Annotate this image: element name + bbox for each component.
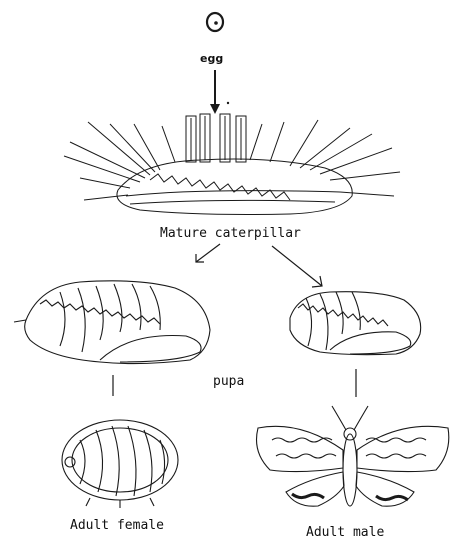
mature-caterpillar-label: Mature caterpillar: [160, 226, 301, 241]
egg-label: egg: [200, 52, 223, 65]
adult-female-label: Adult female: [70, 518, 164, 533]
arrow-caterpillar-to-female-pupa: [196, 244, 220, 262]
pupa-label: pupa: [213, 374, 244, 389]
arrow-caterpillar-to-male-pupa: [272, 246, 322, 287]
adult-female-illustration: [62, 420, 178, 508]
arrow-egg-to-caterpillar: [210, 70, 229, 114]
adult-male-label: Adult male: [306, 525, 384, 540]
male-pupa-illustration: [290, 292, 421, 355]
adult-male-illustration: [257, 406, 449, 506]
egg-illustration: [207, 13, 223, 31]
female-pupa-illustration: [14, 281, 210, 364]
caterpillar-illustration: [64, 114, 400, 215]
